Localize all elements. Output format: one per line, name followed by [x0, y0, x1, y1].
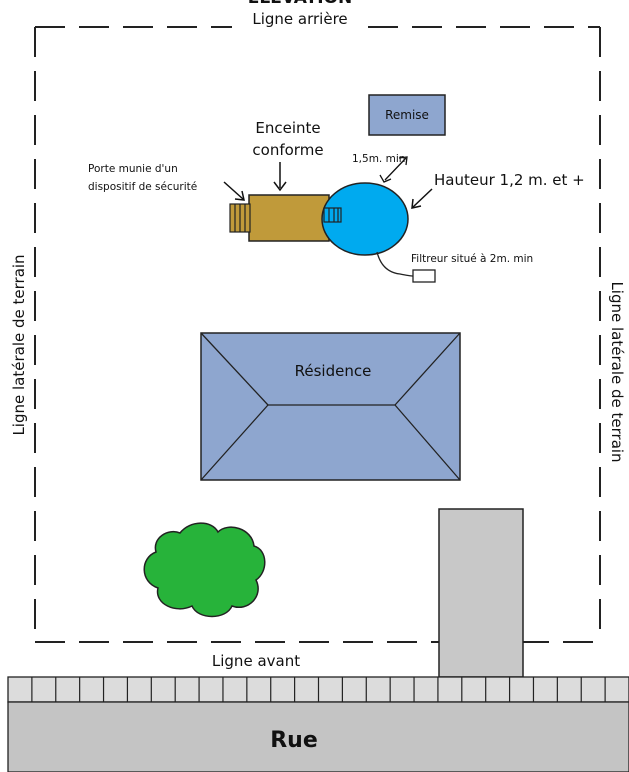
- filter-unit: [412, 269, 436, 283]
- distance-label: 1,5m. min: [352, 153, 405, 165]
- property-boundary: [34, 26, 601, 643]
- shed-label: Remise: [385, 108, 429, 122]
- pool-enclosure: [248, 194, 330, 242]
- height-arrow: [412, 188, 433, 208]
- pool-ladder: [323, 207, 342, 223]
- header-cut-text: ÉLÉVATION: [248, 0, 353, 8]
- enclosure-door-steps: [229, 203, 251, 233]
- door-label-line2: dispositif de sécurité: [88, 181, 197, 193]
- enclosure-label-line1: Enceinte: [255, 119, 320, 137]
- distance-arrow-head-bottom: [379, 174, 392, 183]
- distance-arrow: [384, 157, 407, 181]
- enclosure-label-line2: conforme: [252, 141, 323, 159]
- shed: [368, 94, 446, 136]
- filter-hose: [376, 251, 414, 277]
- street: [7, 701, 629, 772]
- door-arrow-head: [234, 190, 245, 201]
- residence-label: Résidence: [295, 362, 372, 380]
- tree: [143, 522, 266, 618]
- right-side-line-label: Ligne latérale de terrain: [608, 281, 626, 462]
- door-arrow: [223, 181, 244, 200]
- front-line-label: Ligne avant: [212, 652, 300, 670]
- door-label-line1: Porte munie d'un: [88, 163, 178, 175]
- height-label: Hauteur 1,2 m. et +: [434, 171, 585, 189]
- height-arrow-head: [411, 198, 422, 209]
- pool: [321, 182, 409, 256]
- garage: [438, 508, 524, 678]
- filter-label: Filtreur situé à 2m. min: [411, 253, 533, 265]
- enclosure-arrow-head: [273, 181, 287, 192]
- street-label: Rue: [270, 728, 318, 753]
- rear-line-label: Ligne arrière: [252, 10, 347, 28]
- distance-arrow-head-top: [398, 156, 408, 166]
- left-side-line-label: Ligne latérale de terrain: [10, 254, 28, 435]
- residence: [200, 332, 461, 481]
- sidewalk-tiles: [31, 677, 606, 702]
